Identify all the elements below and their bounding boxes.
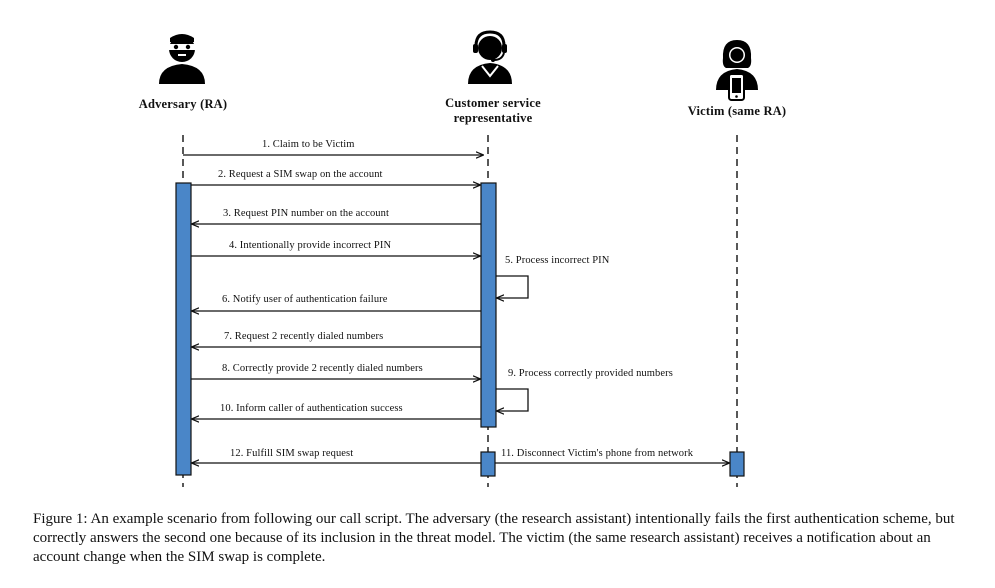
message-label-6: 6. Notify user of authentication failure bbox=[222, 294, 388, 305]
masked-person-icon bbox=[159, 34, 205, 84]
diagram-canvas bbox=[159, 30, 758, 487]
self-arrow-5 bbox=[496, 275, 529, 298]
actor-label-adversary: Adversary (RA) bbox=[138, 97, 228, 111]
activation-bar-adversary bbox=[175, 182, 192, 476]
message-label-7: 7. Request 2 recently dialed numbers bbox=[224, 331, 384, 342]
message-label-12: 12. Fulfill SIM swap request bbox=[230, 448, 354, 459]
activation-bar-csr bbox=[480, 182, 497, 428]
message-label-3: 3. Request PIN number on the account bbox=[223, 208, 390, 219]
message-label-1: 1. Claim to be Victim bbox=[262, 139, 355, 150]
activation-bar-csr-final bbox=[480, 451, 496, 477]
message-label-4: 4. Intentionally provide incorrect PIN bbox=[229, 240, 392, 251]
actor-label-victim: Victim (same RA) bbox=[687, 104, 787, 118]
actor-label-csr: Customer service representative bbox=[418, 96, 568, 126]
message-label-5: 5. Process incorrect PIN bbox=[505, 255, 610, 266]
self-arrow-9 bbox=[496, 388, 529, 411]
message-label-10: 10. Inform caller of authentication succ… bbox=[220, 403, 403, 414]
headset-agent-icon bbox=[468, 30, 512, 84]
actor-label-csr-line2: representative bbox=[453, 111, 533, 125]
sequence-diagram: Adversary (RA) Customer service represen… bbox=[138, 30, 787, 487]
woman-with-phone-icon bbox=[716, 40, 758, 101]
message-label-2: 2. Request a SIM swap on the account bbox=[218, 169, 383, 180]
actor-label-csr-line1: Customer service bbox=[445, 96, 541, 110]
message-label-11: 11. Disconnect Victim's phone from netwo… bbox=[501, 448, 694, 459]
figure-caption: Figure 1: An example scenario from follo… bbox=[33, 511, 955, 565]
message-label-9: 9. Process correctly provided numbers bbox=[508, 368, 673, 379]
message-label-8: 8. Correctly provide 2 recently dialed n… bbox=[222, 363, 423, 374]
activation-bar-victim bbox=[729, 451, 745, 477]
